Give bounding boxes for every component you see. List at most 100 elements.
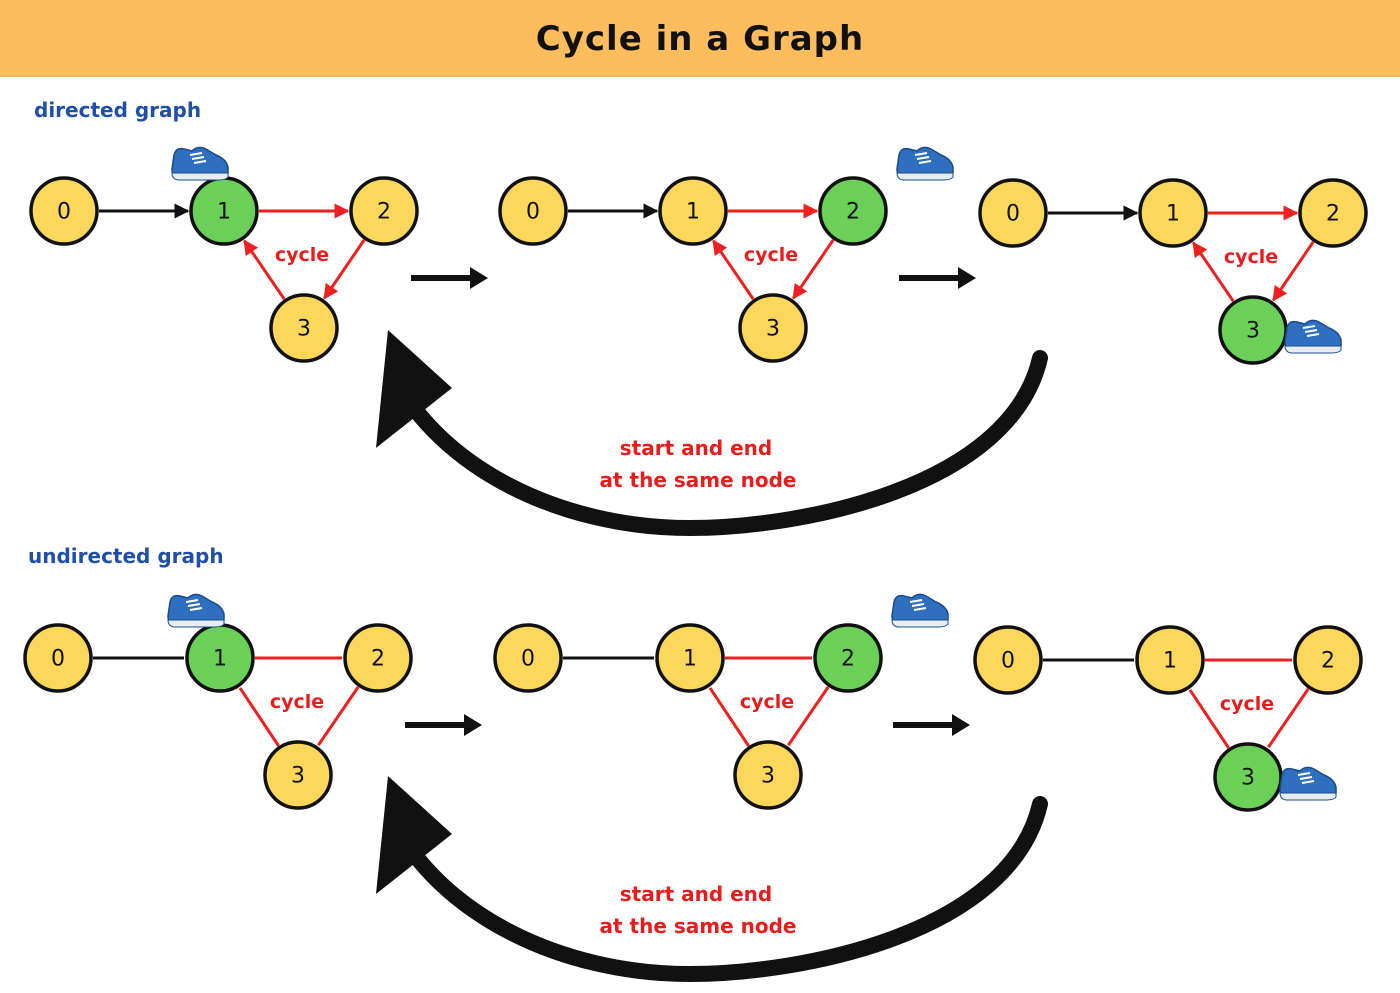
node-label: 0	[51, 647, 65, 672]
node-label: 1	[217, 200, 231, 225]
curved-arrow-head	[376, 330, 452, 448]
curved-arrow-head	[376, 776, 452, 894]
edge-2-3	[1272, 241, 1315, 302]
edge-2-3	[787, 686, 830, 747]
node-2: 2	[349, 176, 419, 246]
node-2: 2	[818, 176, 888, 246]
node-label: 1	[683, 647, 697, 672]
node-1: 1	[658, 176, 728, 246]
node-1: 1	[189, 176, 259, 246]
node-label: 3	[291, 764, 305, 789]
edge-3-1	[1188, 689, 1230, 749]
directed-step-1: cycle 0 1 2 3	[29, 146, 419, 363]
node-label: 2	[846, 200, 860, 225]
node-circle	[658, 176, 728, 246]
node-label: 0	[521, 647, 535, 672]
node-circle	[813, 623, 883, 693]
node-2: 2	[1293, 625, 1363, 695]
directed-step-2: cycle 0 1 2 3	[498, 146, 954, 363]
undirected-step-1: cycle 0 1 2 3	[23, 593, 413, 810]
page-title: Cycle in a Graph	[535, 18, 865, 59]
node-1: 1	[185, 623, 255, 693]
node-3: 3	[1218, 295, 1288, 365]
edge-2-3	[792, 239, 835, 300]
node-circle	[1135, 625, 1205, 695]
shoe-icon	[896, 146, 954, 181]
shoe-icon	[171, 146, 229, 181]
node-circle	[738, 293, 808, 363]
loop-caption-line2: at the same node	[600, 468, 797, 492]
node-circle	[498, 176, 568, 246]
node-circle	[349, 176, 419, 246]
node-label: 3	[766, 317, 780, 342]
loop-caption-line1: start and end	[620, 882, 772, 906]
node-label: 0	[1006, 202, 1020, 227]
curved-return-arrow-icon	[384, 350, 1048, 537]
edge-2-3	[1267, 688, 1310, 749]
arrow-right-icon-head	[952, 714, 970, 736]
loop-caption-line1: start and end	[620, 436, 772, 460]
node-label: 1	[1166, 202, 1180, 227]
edge-3-1	[1192, 241, 1235, 302]
directed-return-arrow: start and end at the same node	[376, 330, 1048, 537]
edge-3-1	[238, 687, 280, 747]
shoe-icon	[1279, 766, 1337, 801]
node-circle	[733, 740, 803, 810]
shoe-icon	[1284, 319, 1342, 354]
node-circle	[269, 293, 339, 363]
node-3: 3	[733, 740, 803, 810]
node-3: 3	[263, 740, 333, 810]
node-circle	[655, 623, 725, 693]
cycle-label: cycle	[275, 244, 329, 266]
node-circle	[23, 623, 93, 693]
edge-3-1	[708, 687, 750, 747]
node-1: 1	[655, 623, 725, 693]
node-circle	[1293, 625, 1363, 695]
node-label: 3	[761, 764, 775, 789]
node-3: 3	[269, 293, 339, 363]
node-label: 2	[371, 647, 385, 672]
edge-3-1	[243, 239, 286, 300]
node-label: 2	[841, 647, 855, 672]
node-label: 2	[377, 200, 391, 225]
node-label: 3	[1241, 766, 1255, 791]
node-1: 1	[1138, 178, 1208, 248]
node-3: 3	[738, 293, 808, 363]
node-circle	[343, 623, 413, 693]
cycle-label: cycle	[744, 244, 798, 266]
cycle-label: cycle	[740, 691, 794, 713]
node-label: 0	[57, 200, 71, 225]
arrow-right-icon-head	[958, 267, 976, 289]
directed-graph-label: directed graph	[34, 98, 202, 122]
undirected-graph-label: undirected graph	[28, 544, 224, 568]
node-circle	[1138, 178, 1208, 248]
node-circle	[978, 178, 1048, 248]
node-2: 2	[343, 623, 413, 693]
node-2: 2	[1298, 178, 1368, 248]
loop-caption-line2: at the same node	[600, 914, 797, 938]
node-circle	[263, 740, 333, 810]
node-0: 0	[23, 623, 93, 693]
node-circle	[973, 625, 1043, 695]
node-0: 0	[29, 176, 99, 246]
node-0: 0	[978, 178, 1048, 248]
node-circle	[1298, 178, 1368, 248]
cycle-label: cycle	[270, 691, 324, 713]
arrow-right-icon-head	[470, 267, 488, 289]
edge-2-3	[323, 239, 366, 300]
node-circle	[818, 176, 888, 246]
node-label: 1	[213, 647, 227, 672]
shoe-icon	[167, 593, 225, 628]
node-3: 3	[1213, 742, 1283, 812]
node-label: 3	[1246, 319, 1260, 344]
node-0: 0	[498, 176, 568, 246]
edge-3-1	[712, 239, 755, 300]
node-label: 2	[1326, 202, 1340, 227]
node-circle	[493, 623, 563, 693]
node-1: 1	[1135, 625, 1205, 695]
node-label: 1	[686, 200, 700, 225]
node-0: 0	[973, 625, 1043, 695]
